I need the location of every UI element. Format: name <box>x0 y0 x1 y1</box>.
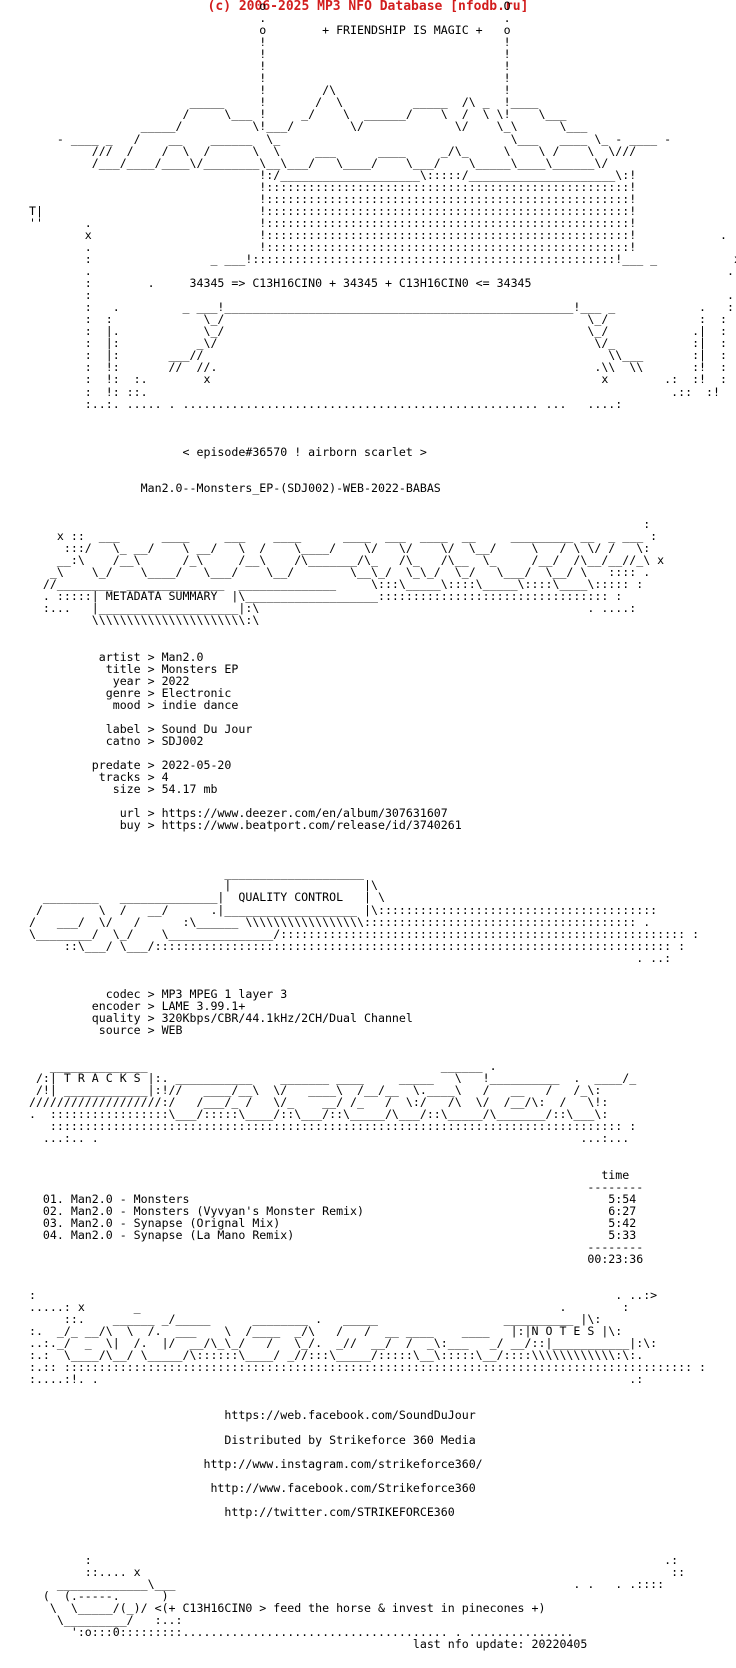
nfo-ascii-art: o O . . o + FRIENDSHIP IS MAGIC + o <box>28 0 736 1652</box>
credit-header: (c) 2006-2025 MP3 NFO Database [nfodb.ru… <box>207 0 529 14</box>
